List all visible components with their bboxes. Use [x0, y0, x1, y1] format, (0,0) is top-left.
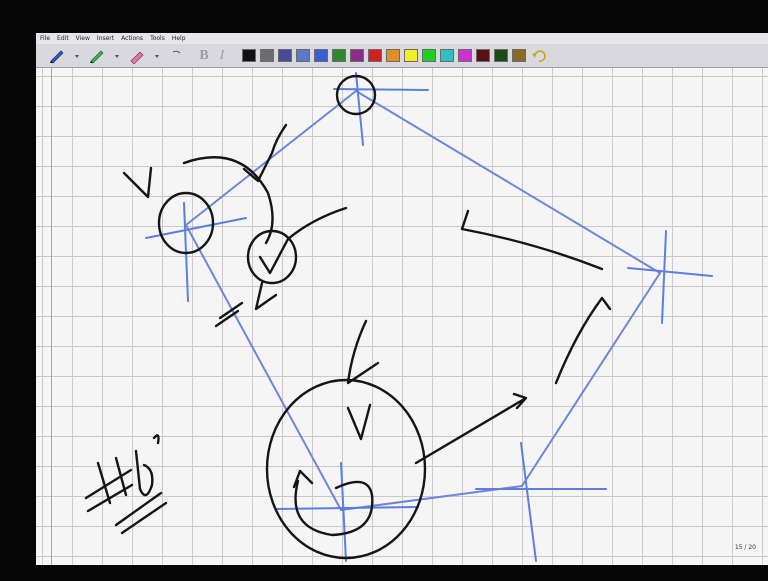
cross-right — [627, 230, 713, 324]
whiteboard-window: File Edit View Insert Actions Tools Help — [36, 33, 768, 565]
arrow-toward-center — [414, 392, 528, 465]
arrow-bottom-vertex — [346, 319, 380, 385]
color-swatch[interactable] — [494, 49, 508, 62]
menu-bar: File Edit View Insert Actions Tools Help — [36, 33, 768, 44]
color-palette — [240, 49, 528, 62]
circle-bottom-outer — [265, 378, 427, 560]
menu-help[interactable]: Help — [171, 35, 186, 42]
dropdown-arrow-icon[interactable] — [148, 48, 166, 64]
menu-actions[interactable]: Actions — [121, 35, 144, 42]
menu-file[interactable]: File — [40, 35, 51, 42]
stroke-upper-right — [460, 209, 604, 271]
cross-top — [333, 72, 429, 146]
dropdown-arrow-icon[interactable] — [68, 48, 86, 64]
margin-line — [51, 68, 52, 565]
cross-bottomright — [475, 442, 607, 562]
color-swatch[interactable] — [422, 49, 436, 62]
color-swatch[interactable] — [242, 49, 256, 62]
edge-top-right — [355, 90, 661, 274]
menu-edit[interactable]: Edit — [57, 35, 69, 42]
circle-mid-left — [246, 229, 298, 285]
edge-left-top — [185, 90, 357, 226]
color-swatch[interactable] — [368, 49, 382, 62]
cross-bottomleft — [275, 462, 419, 562]
lasso-tool-icon[interactable] — [168, 48, 186, 64]
color-swatch[interactable] — [314, 49, 328, 62]
color-swatch[interactable] — [440, 49, 454, 62]
color-swatch[interactable] — [260, 49, 274, 62]
menu-tools[interactable]: Tools — [150, 35, 165, 42]
ink-layer — [84, 72, 713, 562]
color-swatch[interactable] — [404, 49, 418, 62]
color-swatch[interactable] — [512, 49, 526, 62]
bold-button[interactable]: B — [199, 47, 209, 63]
color-swatch[interactable] — [332, 49, 346, 62]
page-indicator: 15 / 20 — [734, 544, 756, 551]
color-swatch[interactable] — [278, 49, 292, 62]
vertex-crosses — [145, 72, 713, 562]
color-swatch[interactable] — [476, 49, 490, 62]
circle-left-vertex — [157, 191, 215, 255]
check-top-edge — [242, 123, 288, 183]
eraser-tool-icon[interactable] — [128, 48, 146, 64]
edge-right-bottomright — [521, 272, 661, 487]
italic-button[interactable]: I — [219, 47, 225, 63]
edge-bottomleft-left — [185, 224, 342, 511]
color-swatch[interactable] — [386, 49, 400, 62]
dropdown-arrow-icon[interactable] — [108, 48, 126, 64]
menu-insert[interactable]: Insert — [96, 35, 115, 42]
loop-arrowhead — [292, 469, 314, 489]
color-swatch[interactable] — [350, 49, 364, 62]
circle-top-vertex — [335, 74, 377, 116]
color-swatch[interactable] — [458, 49, 472, 62]
pen-tool-icon[interactable] — [48, 48, 66, 64]
drawing-canvas[interactable] — [36, 68, 768, 565]
ink-strokes — [84, 74, 612, 560]
highlighter-tool-icon[interactable] — [88, 48, 106, 64]
undo-icon[interactable] — [530, 48, 548, 64]
color-swatch[interactable] — [296, 49, 310, 62]
arrow-down-inner — [346, 403, 372, 441]
curved-arrow-left — [182, 156, 274, 245]
stroke-right-mid — [554, 296, 612, 385]
check-mid-left — [258, 206, 348, 275]
toolbar: B I — [36, 44, 768, 68]
menu-view[interactable]: View — [75, 35, 90, 42]
text-hash-180 — [84, 434, 160, 513]
loop-inner — [294, 479, 374, 537]
arrow-left-vertex — [122, 166, 153, 199]
tick-marks-edge — [214, 301, 244, 328]
underline-annotation — [114, 491, 168, 535]
arrow-down-mid-left — [254, 281, 278, 311]
